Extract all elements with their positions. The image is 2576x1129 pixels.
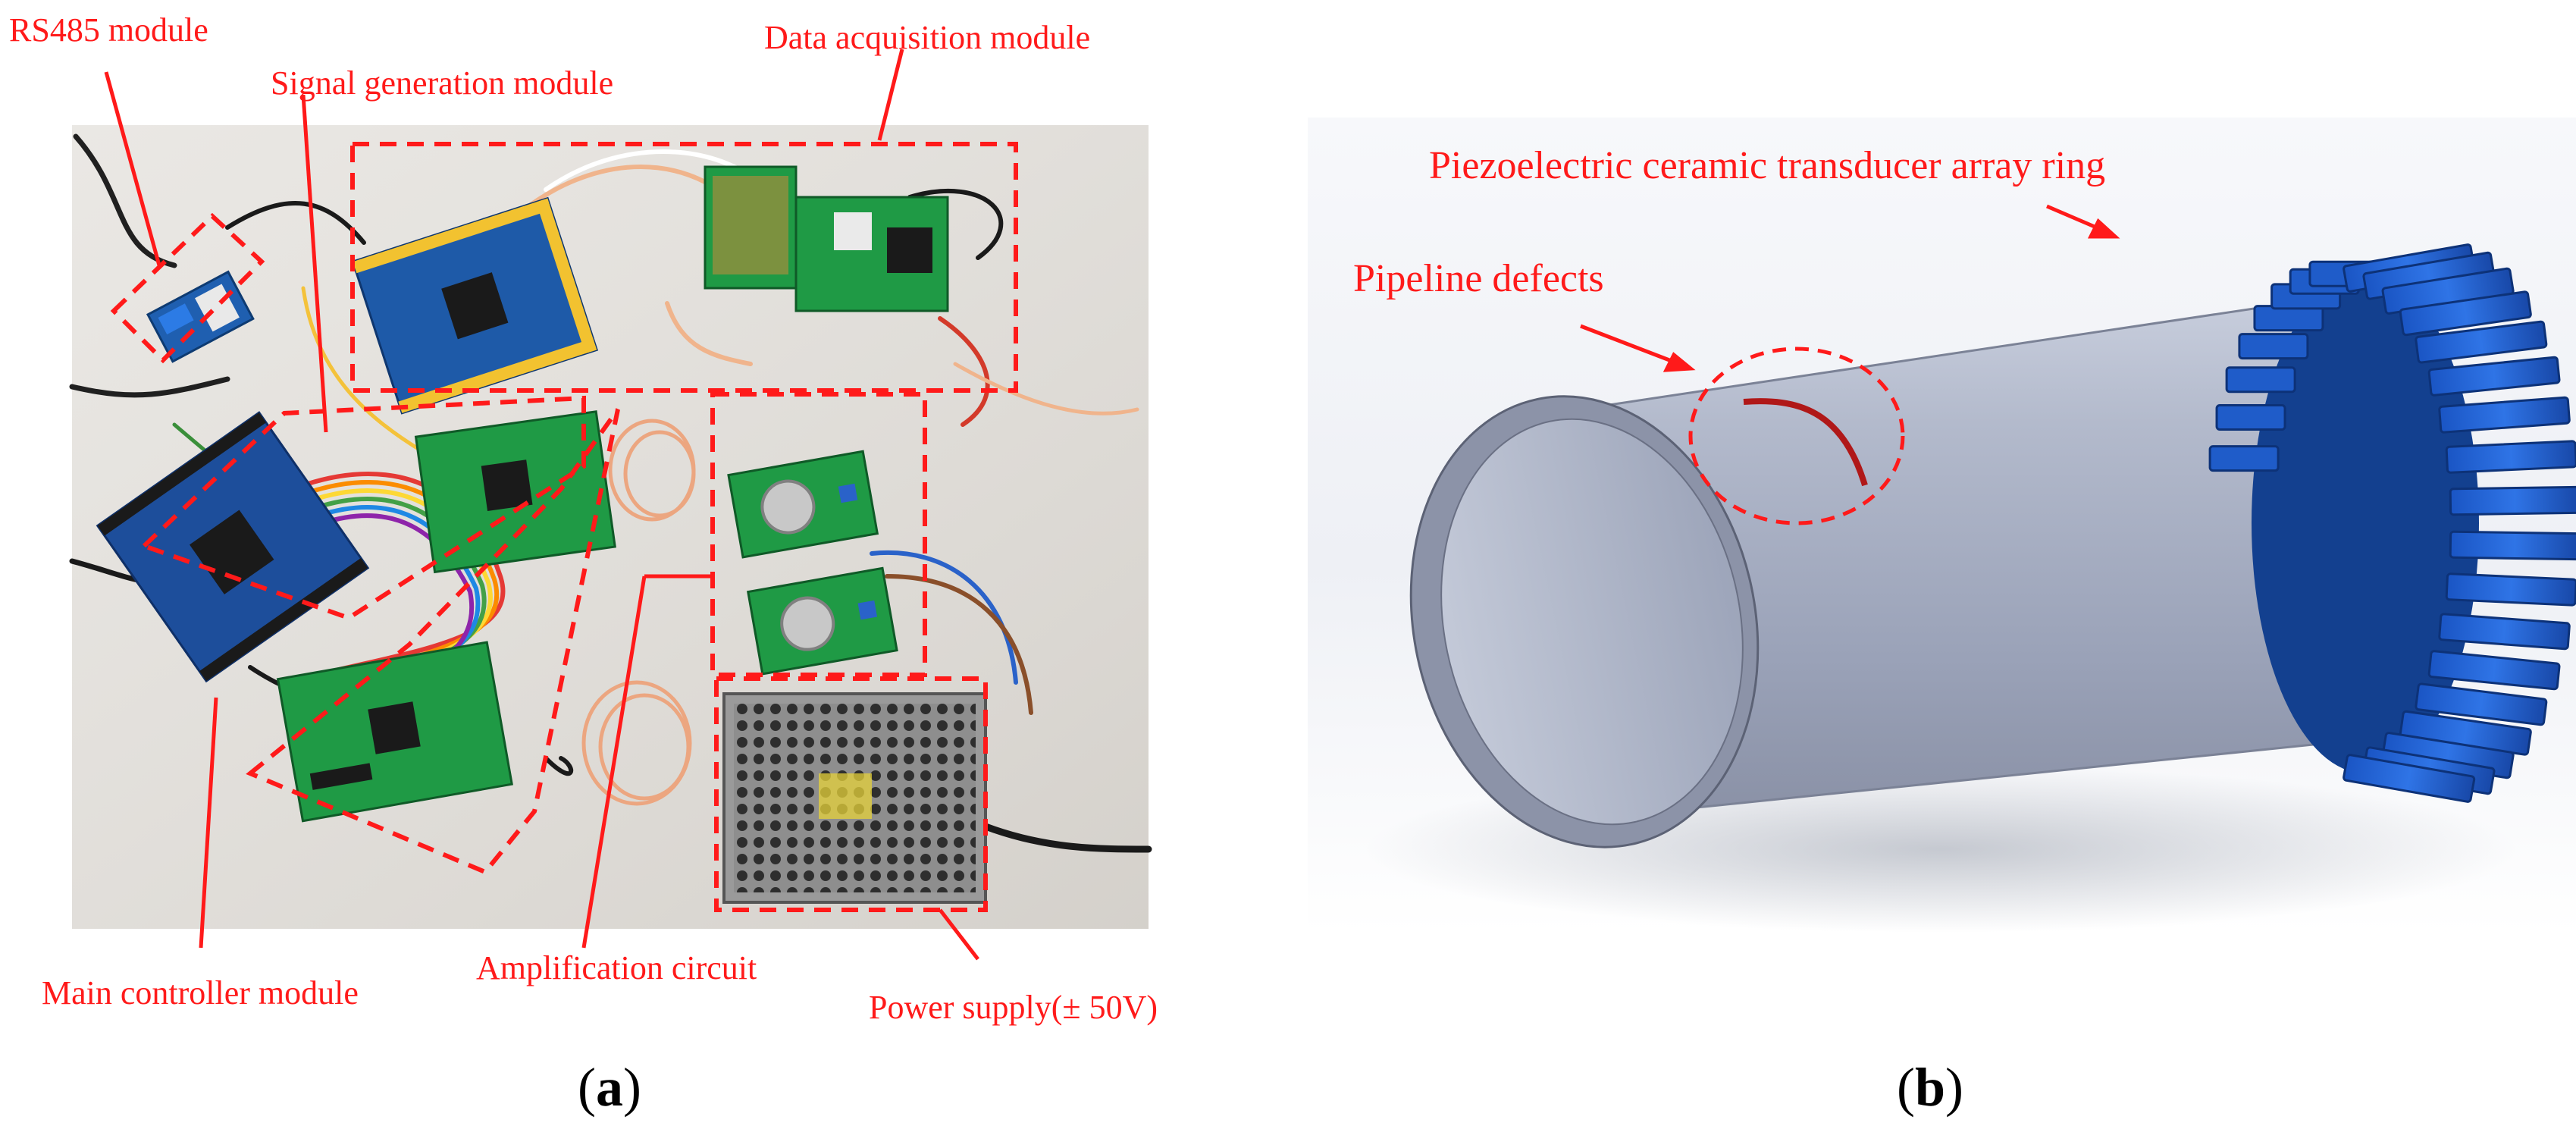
amplification-circuit-label: Amplification circuit (476, 949, 757, 986)
signal-generation-board (351, 196, 599, 415)
main-controller-board (96, 411, 370, 683)
signal-generation-module-label: Signal generation module (271, 64, 614, 102)
main-controller-box (246, 408, 620, 875)
transducer-segment (2438, 396, 2571, 434)
transducer-segment (2238, 333, 2309, 360)
power-supply-box (714, 676, 988, 912)
transducer-segment (2415, 682, 2548, 726)
transducer-segment (2445, 440, 2576, 474)
transducer-segment (2215, 404, 2286, 431)
data-acquisition-module-label: Data acquisition module (764, 19, 1091, 56)
power-supply-label: Power supply(± 50V) (869, 989, 1158, 1026)
transducer-segment (2427, 356, 2561, 397)
transducer-segment (2438, 613, 2571, 651)
pipe-crack (1743, 398, 1868, 487)
transducer-segment (2253, 305, 2324, 332)
transducer-segment (2225, 366, 2296, 394)
pipeline-defects-label: Pipeline defects (1353, 257, 1604, 300)
transducer-segment (2399, 290, 2532, 337)
caption-b: (b) (1897, 1057, 1964, 1118)
defect-highlight-circle (1688, 347, 1905, 525)
transducer-array-ring-label: Piezoelectric ceramic transducer array r… (1429, 144, 2106, 187)
caption-a: (a) (578, 1057, 641, 1118)
transducer-segment (2415, 320, 2548, 364)
amplifier-board-upper (727, 450, 879, 559)
dds-board-lower (276, 641, 513, 823)
transducer-segment (2449, 530, 2576, 561)
data-acquisition-board (704, 165, 949, 312)
transducer-segment (2445, 572, 2576, 607)
transducer-segment (2449, 485, 2576, 516)
rs485-box (110, 212, 265, 364)
transducer-segment (2343, 754, 2476, 803)
transducer-segment (2208, 445, 2280, 472)
panel-b-arrows (1580, 204, 2120, 372)
transducer-ring (2208, 243, 2576, 803)
main-controller-module-label: Main controller module (42, 974, 359, 1011)
transducer-segment (2427, 650, 2561, 691)
dds-board-upper (414, 410, 616, 574)
amplifier-board-lower (747, 566, 898, 676)
coiled-cables (581, 419, 696, 806)
leader-lines (104, 49, 979, 961)
annotation-boxes (110, 142, 1018, 912)
data-acquisition-box (350, 142, 1018, 393)
signal-generation-box (139, 395, 586, 621)
rs485-module-label: RS485 module (9, 11, 208, 49)
power-supply-unit (722, 692, 987, 904)
pipe-inner-wall (1440, 418, 1744, 826)
